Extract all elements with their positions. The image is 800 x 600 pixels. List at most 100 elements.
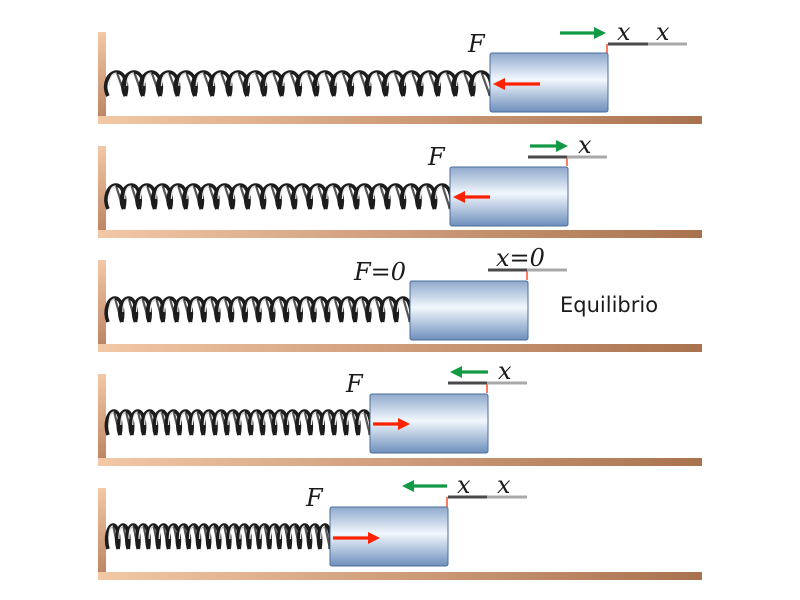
spring-back-strands: [115, 71, 492, 97]
force-arrow: [493, 78, 540, 90]
spring-highlight: [239, 525, 245, 540]
spring-highlight: [295, 185, 303, 200]
spring-highlight: [227, 411, 234, 426]
spring-highlight: [419, 185, 427, 200]
spring-highlight: [148, 525, 154, 540]
spring-highlight: [239, 411, 246, 426]
spring-highlight: [249, 525, 255, 540]
spring-highlight: [167, 411, 174, 426]
spring-highlight: [143, 72, 152, 87]
spring-highlight: [438, 72, 447, 87]
spring: [103, 70, 494, 97]
force-arrow: [453, 191, 490, 203]
spring-highlight: [160, 72, 169, 87]
arrow-head: [450, 366, 462, 378]
spring-highlight: [108, 411, 115, 426]
spring-highlight: [247, 72, 256, 87]
spring-highlight: [230, 72, 239, 87]
spring-highlight: [369, 298, 376, 313]
wall: [98, 146, 106, 238]
spring-highlight: [190, 298, 198, 313]
spring-highlight: [357, 185, 365, 200]
spring-highlight: [168, 525, 174, 540]
spring-highlight: [322, 411, 329, 426]
floor: [98, 116, 702, 124]
displacement-label-2: x: [656, 18, 670, 46]
spring-highlight: [108, 185, 116, 200]
panel-3: F=0 x=0 Equilibrio: [98, 244, 702, 352]
spring-highlight: [473, 72, 482, 87]
panel-1: F x x: [98, 18, 702, 124]
block: [489, 52, 609, 113]
spring-highlight: [179, 411, 186, 426]
spring-highlight: [382, 298, 390, 313]
panel-5: F x x: [98, 471, 702, 580]
wall: [98, 488, 106, 580]
spring-highlight: [334, 72, 343, 87]
spring-highlight: [403, 185, 412, 200]
arrow-head: [594, 27, 606, 39]
spring-highlight: [300, 298, 308, 313]
spring-highlight: [218, 298, 225, 313]
spring-highlight: [282, 72, 291, 87]
spring-highlight: [163, 298, 170, 313]
spring-highlight: [108, 298, 115, 313]
spring-highlight: [279, 525, 285, 540]
force-label: F: [345, 370, 364, 398]
spring-highlight: [259, 525, 265, 540]
panel-2: F x: [98, 131, 702, 238]
spring-highlight: [269, 525, 275, 540]
spring-highlight: [108, 525, 114, 540]
spring-highlight: [372, 185, 381, 200]
spring-highlight: [155, 185, 163, 200]
spring-highlight: [355, 298, 363, 313]
arrow-head: [493, 78, 505, 90]
block: [329, 506, 449, 567]
spring-highlight: [456, 72, 464, 87]
displacement-arrow: [560, 27, 606, 39]
spring-highlight: [139, 185, 147, 200]
spring-highlight: [286, 411, 293, 426]
force-label: F: [305, 484, 324, 512]
spring-highlight: [351, 72, 360, 87]
spring-highlight: [135, 298, 143, 313]
spring-highlight: [388, 185, 396, 200]
spring-highlight: [231, 298, 239, 313]
spring-highlight: [217, 185, 225, 200]
spring-highlight: [158, 525, 164, 540]
spring-highlight: [317, 72, 326, 87]
spring-highlight: [273, 298, 280, 313]
spring-highlight: [421, 72, 430, 87]
wall: [98, 32, 106, 124]
spring-highlight: [188, 525, 194, 540]
spring-highlight: [178, 525, 184, 540]
spring-highlight: [320, 525, 326, 540]
spring: [104, 296, 413, 323]
force-arrow: [373, 418, 410, 430]
floor: [98, 572, 702, 580]
spring-highlight: [326, 185, 334, 200]
spring-highlight: [251, 411, 257, 426]
spring-highlight: [299, 72, 308, 87]
floor: [98, 344, 702, 352]
spring-highlight: [369, 72, 378, 87]
spring: [104, 409, 373, 436]
spring-highlight: [309, 525, 315, 540]
spring-highlight: [209, 525, 215, 540]
spring-highlight: [201, 185, 210, 200]
spring-highlight: [191, 411, 198, 426]
spring-highlight: [264, 185, 272, 200]
floor: [98, 230, 702, 238]
spring-highlight: [212, 72, 221, 87]
spring-highlight: [144, 411, 150, 426]
floor: [98, 458, 702, 466]
spring-highlight: [403, 72, 412, 87]
spring-highlight: [259, 298, 266, 313]
spring-highlight: [195, 72, 204, 87]
spring-highlight: [435, 185, 443, 200]
wall: [98, 374, 106, 466]
spring: [104, 523, 333, 550]
spring-highlight: [245, 298, 253, 313]
force-arrow: [333, 532, 380, 544]
spring-highlight: [328, 298, 335, 313]
